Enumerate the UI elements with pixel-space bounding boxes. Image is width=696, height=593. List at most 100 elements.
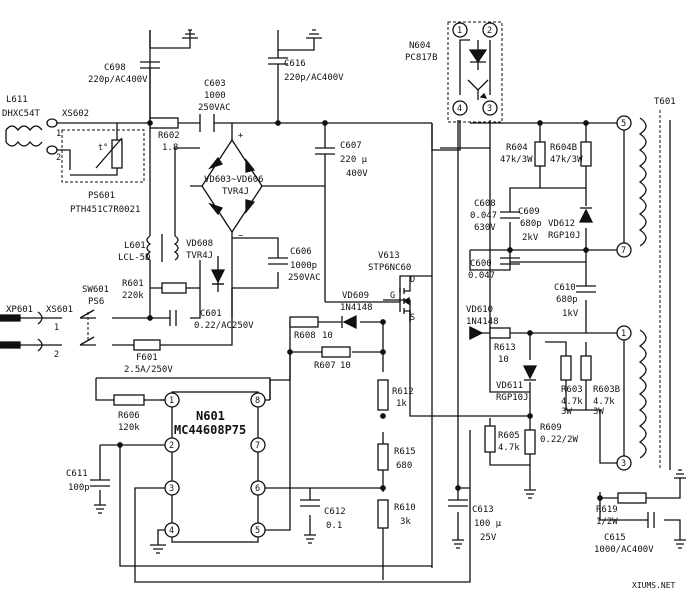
label-f601-val: 2.5A/250V — [124, 365, 173, 375]
label-sw601: SW601 — [82, 285, 109, 295]
bridge-rectifier: + − — [201, 131, 263, 241]
label-c603-val2: 250VAC — [198, 103, 231, 113]
label-l611-part: DHXC54T — [2, 109, 41, 119]
label-r619-val: 1/2W — [596, 517, 618, 527]
label-r612: R612 — [392, 387, 414, 397]
label-vd609: VD609 — [342, 291, 369, 301]
t601-pin7: 7 — [621, 246, 626, 256]
label-n601-part: MC44608P75 — [174, 423, 246, 437]
label-l601: L601 — [124, 241, 146, 251]
mosfet-v613: G D S — [390, 275, 415, 323]
label-r612-val: 1k — [396, 399, 407, 409]
label-c610: C610 — [554, 283, 576, 293]
diode-vd608 — [210, 269, 226, 285]
label-r603-val2: 3W — [561, 407, 572, 417]
label-l601-part: LCL-5D — [118, 253, 151, 263]
label-r604-val: 47k/3W — [500, 155, 533, 165]
label-c616-val: 220p/AC400V — [284, 73, 344, 83]
label-xs602: XS602 — [62, 109, 89, 119]
resistor-r609 — [524, 429, 536, 455]
ic-pin7: 7 — [255, 441, 260, 451]
label-r608-val: 10 — [322, 331, 333, 341]
label-c601-val: 0.22/AC250V — [194, 321, 254, 331]
ic-pin2: 2 — [169, 441, 174, 451]
label-vd608: VD608 — [186, 239, 213, 249]
diode-vd609 — [342, 314, 357, 330]
label-c601: C601 — [200, 309, 222, 319]
label-f601: F601 — [136, 353, 158, 363]
resistor-r612 — [377, 379, 389, 411]
ic-pin6: 6 — [255, 484, 260, 494]
label-n604-part: PC817B — [405, 53, 438, 63]
label-c608-val2: 630V — [474, 223, 496, 233]
ic-pin8: 8 — [255, 396, 260, 406]
label-c609-val1: 680p — [520, 219, 542, 229]
label-c609: C609 — [518, 207, 540, 217]
label-r610: R610 — [394, 503, 416, 513]
xs602-pin2: 2 — [56, 153, 61, 163]
label-r605: R605 — [498, 431, 520, 441]
mosfet-s: S — [410, 313, 415, 323]
label-n601: N601 — [196, 409, 225, 423]
inductor-l611 — [5, 125, 43, 147]
label-vd612: VD612 — [548, 219, 575, 229]
label-r604b-val: 47k/3W — [550, 155, 583, 165]
label-v613: V613 — [378, 251, 400, 261]
label-c615: C615 — [604, 533, 626, 543]
ptc-symbol: t° — [98, 143, 108, 153]
label-c610-val2: 1kV — [562, 309, 579, 319]
label-c611-val: 100p — [68, 483, 90, 493]
label-c611: C611 — [66, 469, 88, 479]
label-xs601: XS601 — [46, 305, 73, 315]
optocoupler-n604: 1 2 4 3 — [447, 21, 503, 123]
mosfet-d: D — [410, 275, 415, 285]
t601-pin5: 5 — [621, 119, 626, 129]
resistor-r608 — [289, 316, 319, 328]
ptc-ps601: t° — [61, 123, 145, 183]
label-r609-val: 0.22/2W — [540, 435, 579, 445]
label-r615: R615 — [394, 447, 416, 457]
label-c612-val: 0.1 — [326, 521, 342, 531]
diode-vd610 — [469, 325, 484, 341]
mosfet-g: G — [390, 291, 395, 301]
label-xp601: XP601 — [6, 305, 33, 315]
xs601-pin2: 2 — [54, 350, 59, 360]
label-r613: R613 — [494, 343, 516, 353]
ground-symbols — [94, 29, 686, 554]
label-c608-val1: 0.047 — [470, 211, 497, 221]
label-c600-val: 0.047 — [468, 271, 495, 281]
label-c613-val1: 100 μ — [474, 519, 502, 529]
resistor-r603b — [580, 355, 592, 381]
label-vd611: VD611 — [496, 381, 523, 391]
label-c609-val2: 2kV — [522, 233, 539, 243]
label-c608: C608 — [474, 199, 496, 209]
label-c606-val1: 1000p — [290, 261, 317, 271]
capacitor-c606 — [268, 257, 288, 265]
label-c616: C616 — [284, 59, 306, 69]
capacitor-c612 — [300, 499, 320, 507]
resistor-r604b — [580, 141, 592, 167]
label-c603-val1: 1000 — [204, 91, 226, 101]
resistor-r604 — [534, 141, 546, 167]
label-vd603-part: TVR4J — [222, 187, 249, 197]
label-ps601: PS601 — [88, 191, 115, 201]
label-c603: C603 — [204, 79, 226, 89]
ic-pin1: 1 — [169, 396, 174, 406]
bridge-minus: − — [238, 231, 243, 241]
label-r610-val: 3k — [400, 517, 411, 527]
resistor-r615 — [377, 443, 389, 471]
switch-sw601 — [79, 309, 95, 346]
label-r607: R607 — [314, 361, 336, 371]
label-c612: C612 — [324, 507, 346, 517]
resistor-r606 — [113, 394, 145, 406]
label-c606: C606 — [290, 247, 312, 257]
label-r619: R619 — [596, 505, 618, 515]
label-ps601-part: PTH451C7R0021 — [70, 205, 140, 215]
ic-pin5: 5 — [255, 526, 260, 536]
capacitor-c616 — [268, 50, 288, 70]
label-c607: C607 — [340, 141, 362, 151]
inductor-l601 — [146, 234, 179, 262]
label-r601-val: 220k — [122, 291, 144, 301]
junction-dots — [117, 120, 603, 501]
label-c607-val1: 220 μ — [340, 155, 368, 165]
